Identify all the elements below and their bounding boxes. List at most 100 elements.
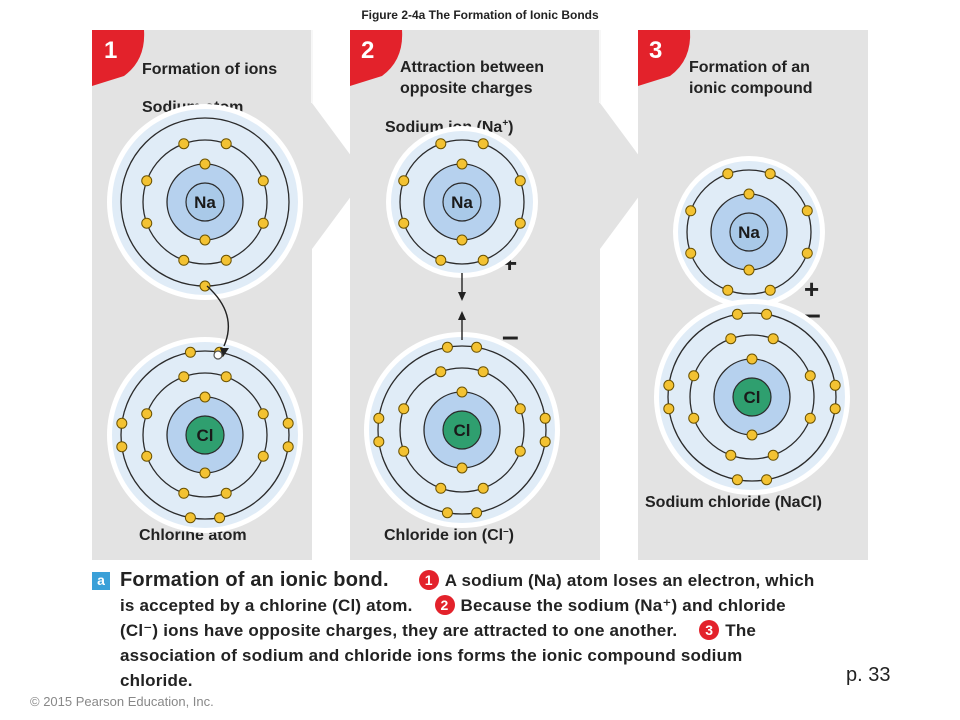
electron: [456, 234, 468, 246]
electron: [282, 417, 294, 429]
electron-shell: [377, 345, 547, 515]
electron: [398, 217, 410, 229]
electron: [764, 168, 776, 180]
electron: [178, 138, 190, 150]
electron: [141, 408, 153, 420]
electron: [456, 158, 468, 170]
electron: [829, 403, 841, 415]
sodium-ion: Na: [386, 126, 538, 278]
electron-shell: [686, 169, 812, 295]
electron: [178, 254, 190, 266]
electron: [761, 474, 773, 486]
electron: [141, 175, 153, 187]
electron: [282, 441, 294, 453]
electron: [477, 138, 489, 150]
caption-heading: Formation of an ionic bond.: [120, 569, 389, 591]
panel-2-title-line-2: opposite charges: [400, 80, 533, 97]
electron: [743, 264, 755, 276]
electron: [471, 507, 483, 519]
electron: [220, 371, 232, 383]
electron: [764, 284, 776, 296]
electron: [257, 408, 269, 420]
electron: [398, 445, 410, 457]
panel-2-title-line-1: Attraction between: [400, 59, 544, 76]
chlorine-atom: Cl: [107, 337, 303, 533]
nucleus: [442, 182, 482, 222]
electron: [456, 462, 468, 474]
electron: [688, 370, 700, 382]
electron: [435, 366, 447, 378]
nacl-chloride-ion: Cl: [654, 299, 850, 495]
electron: [539, 412, 551, 424]
electron: [731, 474, 743, 486]
nacl-plus-sign: +: [804, 274, 819, 304]
electron: [435, 254, 447, 266]
electron: [514, 403, 526, 415]
electron: [435, 482, 447, 494]
electron: [398, 403, 410, 415]
electron: [141, 217, 153, 229]
electron-shell: [120, 350, 290, 520]
electron: [184, 512, 196, 524]
electron: [804, 370, 816, 382]
electron: [767, 449, 779, 461]
sodium-atom: Na: [107, 104, 303, 300]
electron: [471, 341, 483, 353]
nucleus: [442, 410, 482, 450]
electron: [184, 346, 196, 358]
panel-2-badge: 2: [350, 30, 403, 86]
electron: [688, 412, 700, 424]
electron: [214, 512, 226, 524]
electron: [456, 386, 468, 398]
electron: [539, 436, 551, 448]
sodium-chloride-label: Sodium chloride (NaCl): [645, 494, 822, 511]
electron: [441, 341, 453, 353]
nucleus: [185, 182, 225, 222]
electron-shell: [667, 312, 837, 482]
electron: [663, 379, 675, 391]
electron: [829, 379, 841, 391]
nacl-sodium-ion: Na: [673, 156, 825, 308]
caption-step-2: Because the sodium (Na⁺) and chloride (C…: [120, 596, 786, 640]
electron: [477, 254, 489, 266]
electron: [220, 138, 232, 150]
electron-shell: [142, 372, 268, 498]
electron: [746, 353, 758, 365]
electron: [116, 441, 128, 453]
electron: [435, 138, 447, 150]
electron: [178, 487, 190, 499]
electron: [477, 366, 489, 378]
nucleus-symbol: Na: [451, 193, 473, 212]
electron: [725, 449, 737, 461]
electron: [801, 205, 813, 217]
panel-1-number: 1: [104, 37, 117, 64]
panel-1-badge: 1: [92, 30, 145, 86]
electron: [514, 445, 526, 457]
electron: [685, 247, 697, 259]
step-1-badge: 1: [418, 570, 439, 590]
nucleus-symbol: Na: [194, 193, 216, 212]
electron-shell: [689, 334, 815, 460]
panel-3-badge: 3: [638, 30, 691, 86]
electron: [199, 391, 211, 403]
panel-3-title-line-1: Formation of an: [689, 59, 810, 76]
electron: [257, 450, 269, 462]
electron: [804, 412, 816, 424]
nucleus: [729, 212, 769, 252]
electron: [514, 175, 526, 187]
electron: [761, 308, 773, 320]
electron: [199, 158, 211, 170]
caption-step-1: A sodium (Na) atom loses an electron, wh…: [120, 571, 815, 615]
electron: [743, 188, 755, 200]
step-2-badge: 2: [434, 595, 455, 615]
electron: [257, 175, 269, 187]
part-a-badge: a: [92, 572, 110, 590]
chloride-ion: Cl: [364, 332, 560, 528]
attraction-arrows: [458, 273, 466, 340]
step-3-badge: 3: [699, 620, 720, 640]
electron: [141, 450, 153, 462]
nucleus: [185, 415, 225, 455]
electron: [199, 280, 211, 292]
